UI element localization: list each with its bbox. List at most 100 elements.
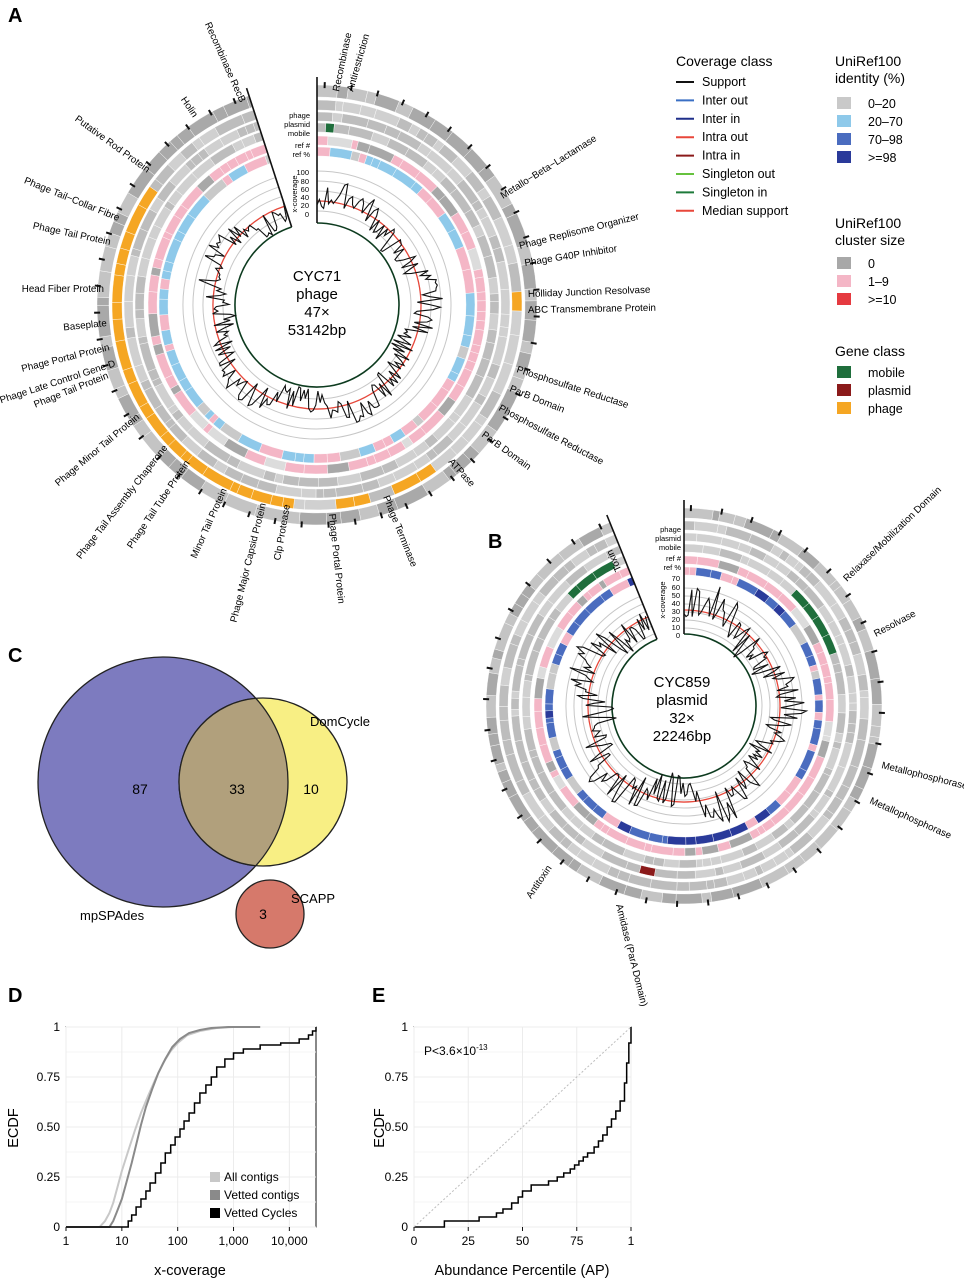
legend-item-label: plasmid [868,384,911,398]
legend-item-label: 1–9 [868,275,889,289]
plasmid-track-segment [492,246,506,264]
gene-segment [623,884,643,900]
circle-a-coverage: 47× [304,304,329,321]
ref-count-segment [822,720,834,737]
plasmid-track-segment [511,664,525,692]
circle-b-ticks: 70 60 50 40 30 20 10 0 x-coverage [658,574,680,640]
plasmid-track-segment [846,675,857,694]
gene-label-b: Antitoxin [524,864,554,901]
legend-item-label: 70–98 [868,133,903,147]
gene-tick [524,367,531,372]
ref-count-segment [650,844,674,856]
gene-segment [487,732,501,747]
mobile-track-segment [523,728,537,752]
x-tick-label: 10,000 [271,1234,308,1248]
ref-pct-segment [809,727,822,746]
gene-tick [516,814,523,820]
legend-swatch [210,1208,220,1218]
plasmid-track-segment [847,710,858,725]
plasmid-track-segment [848,702,858,712]
gene-tick [507,607,514,613]
gene-tick [871,649,878,654]
ref-count-segment [539,743,554,764]
gene-tick [536,838,543,844]
ref-count-segment [535,727,548,747]
ref-count-segment [533,677,545,699]
coverage-grid-ring [565,587,803,825]
ref-count-segment [474,320,486,331]
mobile-track-segment [135,275,147,294]
mobile-track-segment [488,313,499,331]
plot-d-xlabel: x-coverage [154,1263,226,1279]
ecdf-series-line [414,1027,632,1228]
gene-tick [792,867,798,874]
plasmid-track-segment [696,533,723,546]
gene-tick [706,899,710,906]
gene-tick [379,512,384,519]
venn-label-scapp: SCAPP [291,891,335,906]
legend-identity-title: identity (%) [835,70,905,86]
mobile-track-segment [741,842,759,857]
gene-tick [232,97,237,105]
gene-tick [353,518,357,525]
venn-count-domcycle-only: 10 [303,781,319,797]
ref-count-segment [824,682,835,701]
gene-tick [98,257,105,261]
gene-tick [500,185,507,191]
legend-box-swatch [837,133,851,145]
coverage-grid-ring [202,190,432,420]
gene-tick [102,363,109,368]
gene-tick [485,163,491,170]
mobile-track-segment [522,716,532,730]
support-coverage-line [198,183,443,423]
legend-label: Vetted contigs [224,1188,299,1202]
plasmid-track-segment [275,484,303,498]
gene-tick [145,160,152,167]
gene-tick [111,388,118,394]
ecdf-series-line [66,1027,317,1228]
phage-track-segment [511,291,523,312]
gene-tick [375,90,380,97]
ref-pct-segment [294,452,305,463]
gene-label-a: Phosphosulfate Reductase [515,364,630,411]
ref-count-segment [695,846,703,856]
ref-pct-segment [316,146,331,157]
phage-track-segment [683,520,696,531]
track-label-plasmid: plasmid [284,120,310,129]
legend-item-label: mobile [868,366,905,380]
gene-label-a: Phage Tail Protein [32,221,112,248]
phage-track-segment [507,262,522,293]
legend-cluster-title: UniRef100 [835,215,901,231]
gene-label-a: Phage Tail−Collar Fibre [22,175,121,224]
coverage-grid-ring [581,603,787,809]
mobile-track-segment [695,858,704,868]
plasmid-track-segment [123,301,135,329]
gene-tick [514,392,522,397]
ref-count-segment [716,840,732,853]
circle-a-tick: 0 [305,210,309,219]
mobile-track-segment [835,712,847,735]
phage-track-segment [111,274,125,303]
ref-pct-segment [160,329,174,346]
circle-b-coverage: 32× [669,710,694,727]
mobile-track-segment [829,652,841,666]
gene-tick [720,508,724,515]
legend-box-swatch [837,151,851,163]
ref-count-segment [474,276,486,293]
gene-segment [96,297,110,306]
mobile-track-segment [710,855,723,866]
mobile-track-segment [134,309,145,320]
ref-pct-segment [339,447,362,462]
mobile-track-segment [834,671,846,696]
track-label-ref-pct: ref % [292,150,310,159]
legend-gene-class-title: Gene class [835,343,905,359]
circle-b-tick: 20 [672,615,680,624]
legend-item-label: 0–20 [868,97,896,111]
ref-pct-segment [159,314,171,332]
plasmid-track-segment [844,731,856,745]
ref-pct-segment [545,672,558,690]
plasmid-track-segment [323,487,337,499]
circle-b-track-labels: phage plasmid mobile ref # ref % [655,525,682,572]
ref-pct-segment [544,703,554,712]
gene-tick [404,502,409,510]
